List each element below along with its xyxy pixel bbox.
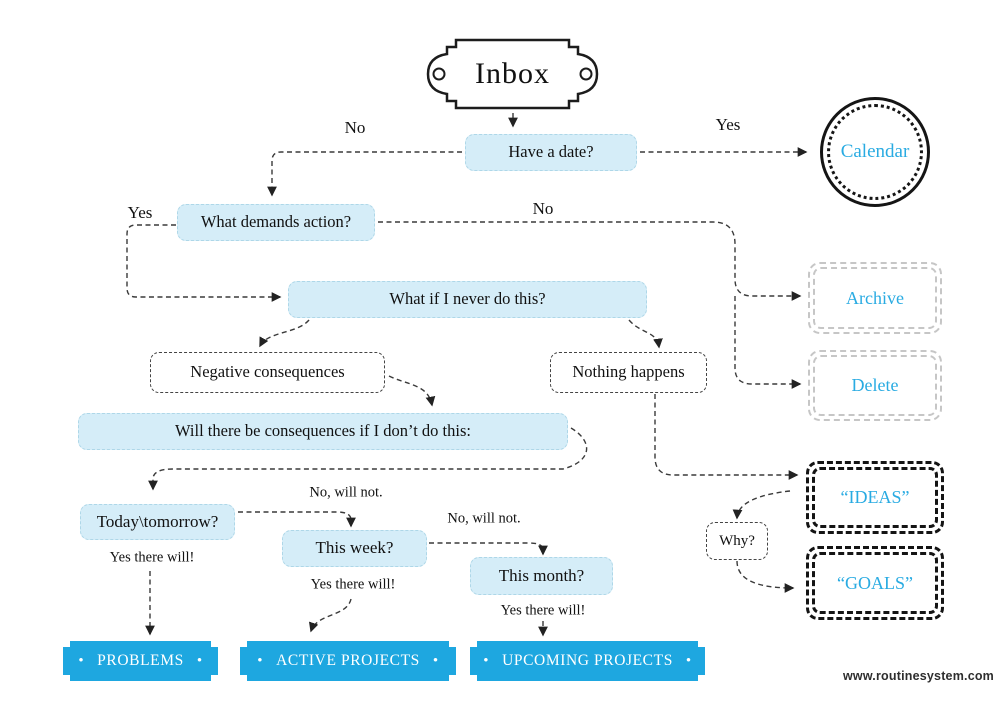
node-this-month: This month? (470, 557, 613, 595)
calendar-label: Calendar (827, 104, 923, 200)
delete-label: Delete (813, 355, 937, 416)
node-this-week: This week? (282, 530, 427, 567)
node-today-tomorrow: Today\tomorrow? (80, 504, 235, 540)
archive-label: Archive (813, 267, 937, 329)
edge-label-yes-there-will-today: Yes there will! (109, 549, 195, 566)
terminal-active-projects: • ACTIVE PROJECTS • (240, 641, 456, 681)
edge-week-to-month (429, 542, 548, 556)
node-delete: Delete (808, 350, 942, 421)
edge-ideas-to-why (732, 490, 791, 520)
edge-label-yes-there-will-month: Yes there will! (500, 602, 586, 619)
node-nothing-happens: Nothing happens (550, 352, 707, 393)
node-negative-consequences: Negative consequences (150, 352, 385, 393)
bullet-dot: • (257, 652, 264, 669)
edge-label-yes-action: Yes (127, 203, 153, 222)
terminal-problems: • PROBLEMS • (63, 641, 218, 681)
edge-label-no-will-not-week: No, will not. (309, 484, 383, 501)
bullet-dot: • (483, 652, 490, 669)
node-ideas: “IDEAS” (806, 461, 944, 534)
node-have-a-date: Have a date? (465, 134, 637, 171)
edge-negative-to-will (388, 375, 436, 407)
edge-whatif-to-nothing (628, 319, 663, 349)
edge-no-action-to-delete (734, 296, 802, 389)
edge-nothing-to-ideas (654, 394, 799, 480)
edge-label-no-date: No (344, 118, 366, 137)
edge-label-no-will-not-month: No, will not. (447, 510, 521, 527)
bullet-dot: • (685, 652, 692, 669)
node-will-there-be-consequences: Will there be consequences if I don’t do… (78, 413, 568, 450)
edge-no-date-to-what-demands (267, 151, 462, 197)
edge-whatif-to-negative (259, 319, 310, 348)
bullet-dot: • (196, 652, 203, 669)
ideas-label: “IDEAS” (812, 467, 938, 528)
node-calendar: Calendar (820, 97, 930, 207)
node-what-if-i-never-do-this: What if I never do this? (288, 281, 647, 318)
node-inbox: Inbox (475, 57, 550, 90)
active-projects-label: ACTIVE PROJECTS (276, 652, 420, 669)
site-url: www.routinesystem.com (843, 669, 994, 683)
node-what-demands-action: What demands action? (177, 204, 375, 241)
edge-today-to-week (238, 511, 356, 528)
edge-label-yes-date: Yes (715, 115, 741, 134)
node-goals: “GOALS” (806, 546, 944, 620)
edge-label-no-action: No (532, 199, 554, 218)
upcoming-projects-label: UPCOMING PROJECTS (502, 652, 673, 669)
terminal-upcoming-projects: • UPCOMING PROJECTS • (470, 641, 705, 681)
edge-week-to-active (309, 598, 352, 633)
bullet-dot: • (432, 652, 439, 669)
edge-why-to-goals (736, 560, 795, 593)
edge-label-yes-there-will-week: Yes there will! (310, 576, 396, 593)
problems-label: PROBLEMS (97, 652, 184, 669)
node-archive: Archive (808, 262, 942, 334)
bullet-dot: • (78, 652, 85, 669)
goals-label: “GOALS” (812, 552, 938, 614)
node-why: Why? (706, 522, 768, 560)
